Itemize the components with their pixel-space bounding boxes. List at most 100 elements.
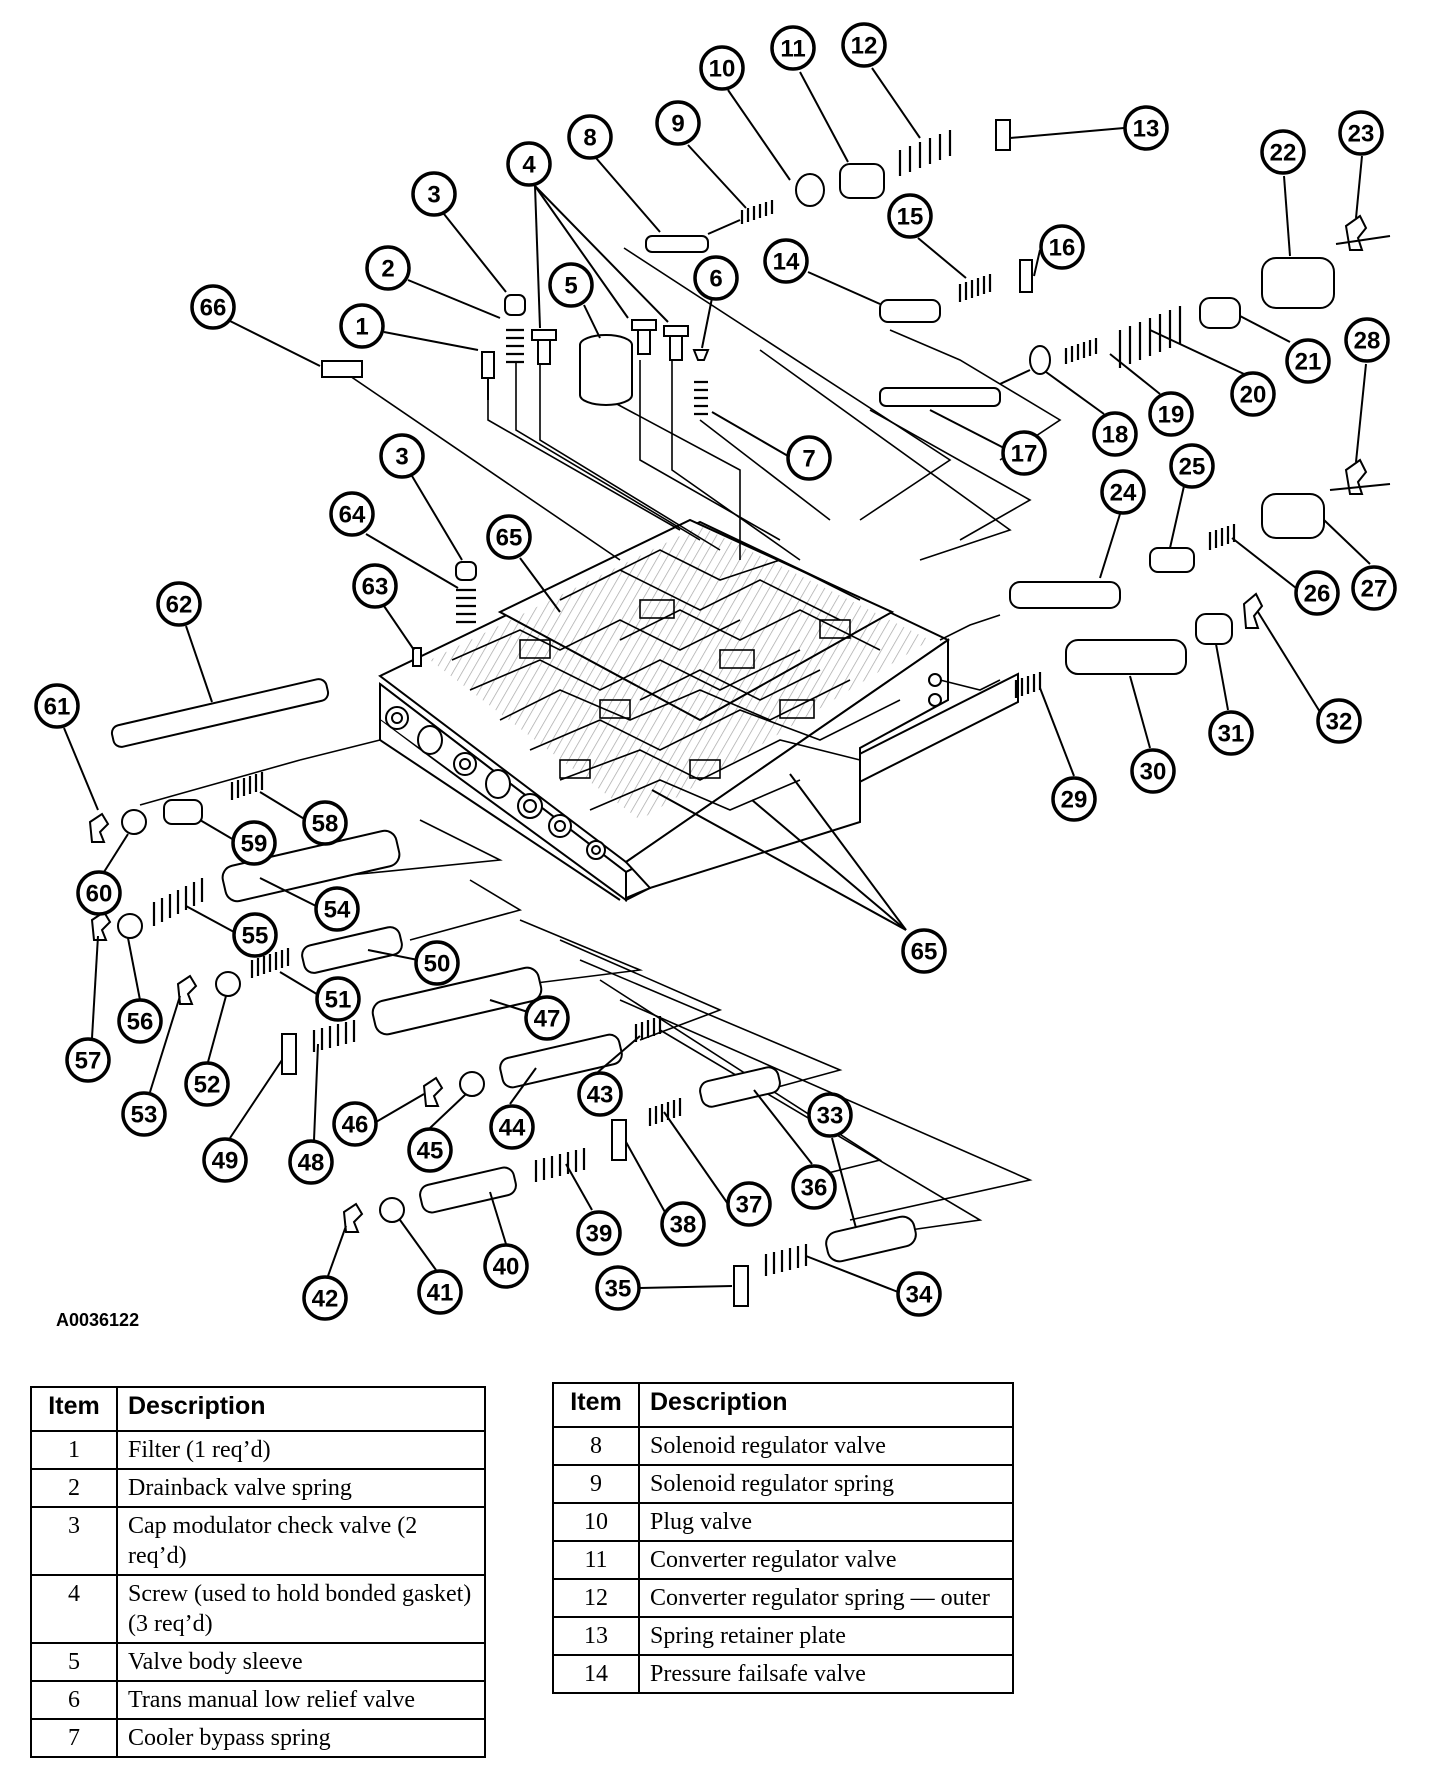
callout-circle xyxy=(1294,570,1340,616)
item-number: 14 xyxy=(552,1654,640,1694)
item-number: 2 xyxy=(30,1468,118,1508)
callout-number: 26 xyxy=(1304,581,1331,608)
callout-number: 3 xyxy=(395,444,408,471)
item-header: Item xyxy=(552,1382,640,1428)
callout-4: 4 xyxy=(506,141,552,187)
item-description: Trans manual low relief valve xyxy=(116,1680,486,1720)
callout-circle xyxy=(288,1139,334,1185)
callout-number: 51 xyxy=(325,987,352,1014)
callout-circle xyxy=(763,238,809,284)
item-description: Screw (used to hold bonded gasket) (3 re… xyxy=(116,1574,486,1644)
callout-13: 13 xyxy=(1123,105,1169,151)
item-description: Plug valve xyxy=(638,1502,1014,1542)
callout-11: 11 xyxy=(770,25,816,71)
callout-number: 57 xyxy=(75,1048,102,1075)
callout-number: 55 xyxy=(242,923,269,950)
callout-43: 43 xyxy=(577,1071,623,1117)
callout-circle xyxy=(315,976,361,1022)
item-description: Solenoid regulator valve xyxy=(638,1426,1014,1466)
callout-circle xyxy=(807,1092,853,1138)
callout-number: 28 xyxy=(1354,328,1381,355)
callout-number: 64 xyxy=(339,502,366,529)
callout-circle xyxy=(699,45,745,91)
callout-15: 15 xyxy=(887,193,933,239)
callout-19: 19 xyxy=(1148,391,1194,437)
callout-circle xyxy=(483,1243,529,1289)
callout-14: 14 xyxy=(763,238,809,284)
callout-circle xyxy=(660,1201,706,1247)
callout-31: 31 xyxy=(1208,710,1254,756)
callout-number: 7 xyxy=(802,446,815,473)
callout-number: 58 xyxy=(312,811,339,838)
callout-number: 12 xyxy=(851,33,878,60)
item-number: 4 xyxy=(30,1574,118,1644)
callout-number: 54 xyxy=(324,897,351,924)
callout-27: 27 xyxy=(1351,565,1397,611)
callout-36: 36 xyxy=(791,1164,837,1210)
item-description: Drainback valve spring xyxy=(116,1468,486,1508)
callout-57: 57 xyxy=(65,1037,111,1083)
description-header: Description xyxy=(116,1386,486,1432)
item-number: 11 xyxy=(552,1540,640,1580)
callout-38: 38 xyxy=(660,1201,706,1247)
callout-number: 38 xyxy=(670,1212,697,1239)
callout-circle xyxy=(156,581,202,627)
callout-number: 25 xyxy=(1179,454,1206,481)
callout-number: 56 xyxy=(127,1009,154,1036)
callout-number: 45 xyxy=(417,1138,444,1165)
legend-header-row: Item Description xyxy=(552,1382,1014,1428)
callout-12: 12 xyxy=(841,22,887,68)
callout-number: 34 xyxy=(906,1282,933,1309)
callout-number: 36 xyxy=(801,1175,828,1202)
callout-18: 18 xyxy=(1092,411,1138,457)
callout-circle xyxy=(184,1061,230,1107)
callout-62: 62 xyxy=(156,581,202,627)
callout-circle xyxy=(489,1104,535,1150)
callout-56: 56 xyxy=(117,998,163,1044)
callout-66: 66 xyxy=(190,284,236,330)
callout-circle xyxy=(379,433,425,479)
callout-circle xyxy=(417,1269,463,1315)
callout-51: 51 xyxy=(315,976,361,1022)
callout-number: 11 xyxy=(780,36,805,63)
callout-7: 7 xyxy=(786,435,832,481)
item-number: 6 xyxy=(30,1680,118,1720)
callout-circle xyxy=(1148,391,1194,437)
item-number: 5 xyxy=(30,1642,118,1682)
callout-number: 2 xyxy=(381,256,394,283)
callout-40: 40 xyxy=(483,1243,529,1289)
callout-26: 26 xyxy=(1294,570,1340,616)
callout-number: 24 xyxy=(1110,480,1137,507)
callout-circle xyxy=(576,1210,622,1256)
callout-number: 32 xyxy=(1326,709,1353,736)
callout-circle xyxy=(1100,469,1146,515)
callout-number: 52 xyxy=(194,1072,221,1099)
callout-2: 2 xyxy=(365,245,411,291)
callout-24: 24 xyxy=(1100,469,1146,515)
item-description: Cooler bypass spring xyxy=(116,1718,486,1758)
callout-number: 10 xyxy=(709,56,736,83)
lower-parts xyxy=(88,561,917,1307)
callout-35: 35 xyxy=(595,1265,641,1311)
callout-circle xyxy=(1316,698,1362,744)
callout-10: 10 xyxy=(699,45,745,91)
callout-number: 37 xyxy=(736,1192,763,1219)
callout-circle xyxy=(76,870,122,916)
callout-65b: 65 xyxy=(901,928,947,974)
callout-circle xyxy=(352,563,398,609)
callout-number: 19 xyxy=(1158,402,1185,429)
callout-58: 58 xyxy=(302,800,348,846)
item-number: 13 xyxy=(552,1616,640,1656)
callout-circle xyxy=(791,1164,837,1210)
figure-code: A0036122 xyxy=(56,1310,140,1330)
callout-number: 66 xyxy=(200,295,227,322)
callout-circle xyxy=(1051,776,1097,822)
callout-6: 6 xyxy=(693,255,739,301)
callout-circle xyxy=(34,683,80,729)
callout-number: 31 xyxy=(1218,721,1245,748)
